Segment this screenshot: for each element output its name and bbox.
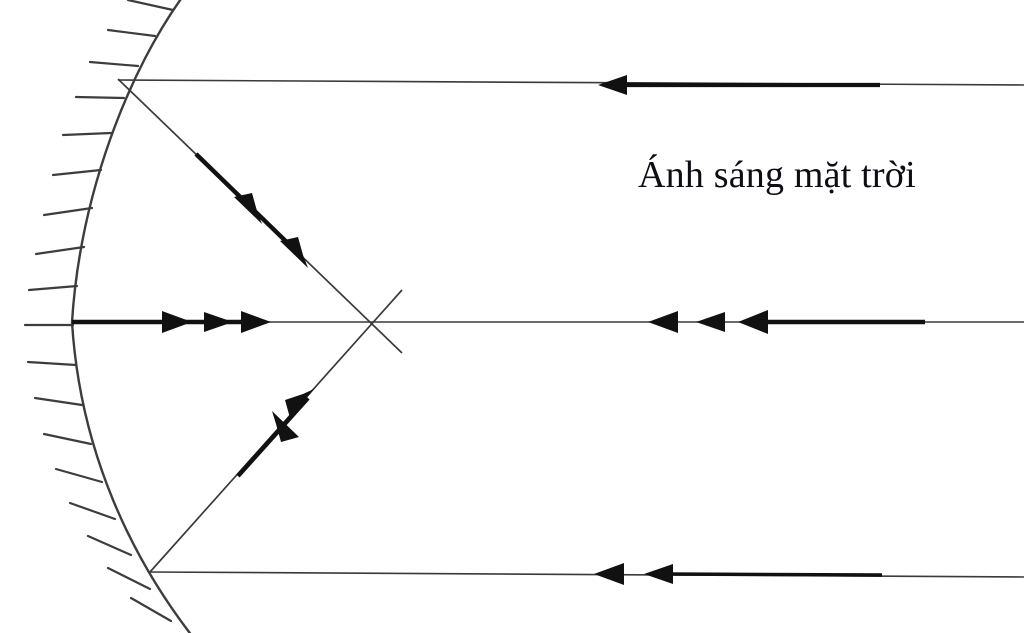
incident-ray-bottom — [149, 563, 1024, 585]
hatch-mark — [126, 0, 175, 12]
reflected-ray-lower — [149, 289, 403, 573]
hatch-mark — [86, 534, 133, 557]
ray-arrowhead — [162, 311, 192, 333]
ray-arrowhead — [648, 311, 678, 333]
hatch-mark — [88, 60, 140, 68]
reflected-ray-upper — [117, 78, 403, 354]
hatch-mark — [42, 206, 94, 217]
hatch-mark — [68, 501, 117, 521]
ray-line — [149, 571, 1024, 578]
ray-arrowhead — [644, 564, 673, 584]
hatch-mark — [129, 596, 173, 623]
hatch-mark — [34, 245, 86, 256]
ray-arrowhead — [594, 563, 624, 585]
hatch-mark — [61, 131, 113, 137]
hatch-mark — [33, 396, 84, 407]
ray-arrowhead — [285, 389, 314, 418]
hatch-mark — [51, 168, 103, 177]
ray-arrowhead — [696, 312, 725, 332]
ray-arrowhead — [738, 310, 768, 334]
hatch-mark — [74, 95, 126, 100]
ray-arrowhead — [241, 311, 271, 333]
ray-arrowhead — [280, 237, 308, 268]
ray-arrowhead — [234, 193, 262, 224]
ray-line — [117, 79, 1024, 86]
ray-arrowhead — [598, 75, 627, 95]
incident-ray-top — [117, 75, 1024, 95]
sunlight-label: Ánh sáng mặt trời — [638, 154, 916, 196]
hatch-mark — [106, 28, 157, 38]
hatch-mark — [26, 360, 78, 367]
reflected-ray-axis — [72, 311, 371, 333]
ray-arrowhead — [204, 312, 233, 332]
hatch-mark — [54, 467, 104, 484]
ray-thick-segment — [665, 572, 883, 577]
hatch-mark — [27, 284, 79, 292]
hatch-mark — [106, 566, 152, 591]
incident-ray-axis — [371, 310, 1024, 334]
ray-thick-segment — [236, 396, 310, 478]
ray-arrowhead — [272, 411, 299, 442]
mirror-hatching — [23, 0, 175, 623]
hatch-mark — [42, 432, 93, 446]
